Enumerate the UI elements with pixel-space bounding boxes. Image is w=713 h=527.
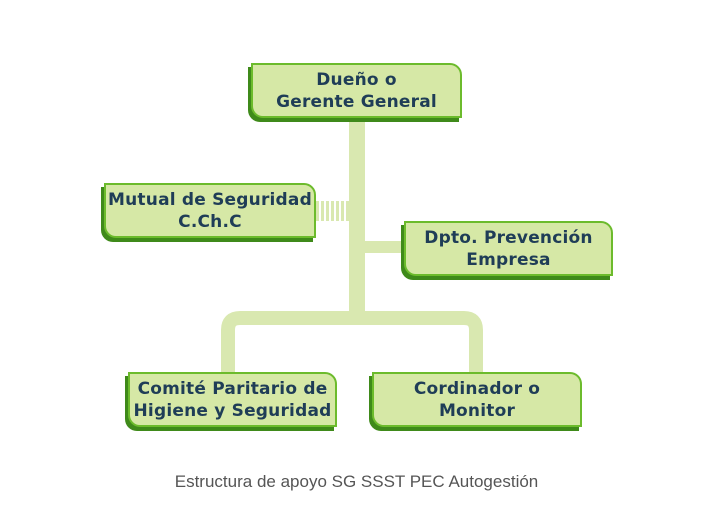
prevention-label-line2: Empresa (466, 249, 551, 270)
mutual-label-line1: Mutual de Seguridad (108, 189, 312, 210)
coordinator-box: Cordinador o Monitor (372, 372, 582, 427)
prevention-box: Dpto. Prevención Empresa (404, 221, 613, 276)
coordinator-label-line1: Cordinador o (413, 378, 541, 399)
coordinator-label-line2: Monitor (438, 400, 516, 421)
committee-label-line1: Comité Paritario de (137, 378, 328, 399)
owner-label-line1: Dueño o (316, 69, 397, 90)
owner-label-line2: Gerente General (276, 91, 437, 112)
mutual-label-line2: C.Ch.C (178, 211, 242, 232)
committee-box: Comité Paritario de Higiene y Seguridad (128, 372, 337, 427)
mutual-box: Mutual de Seguridad C.Ch.C (104, 183, 316, 238)
committee-label-line2: Higiene y Seguridad (133, 400, 332, 421)
owner-box: Dueño o Gerente General (251, 63, 462, 118)
figure-caption: Estructura de apoyo SG SSST PEC Autogest… (174, 472, 539, 491)
bottom-branch-connector (221, 311, 483, 372)
prevention-label-line1: Dpto. Prevención (424, 227, 593, 248)
